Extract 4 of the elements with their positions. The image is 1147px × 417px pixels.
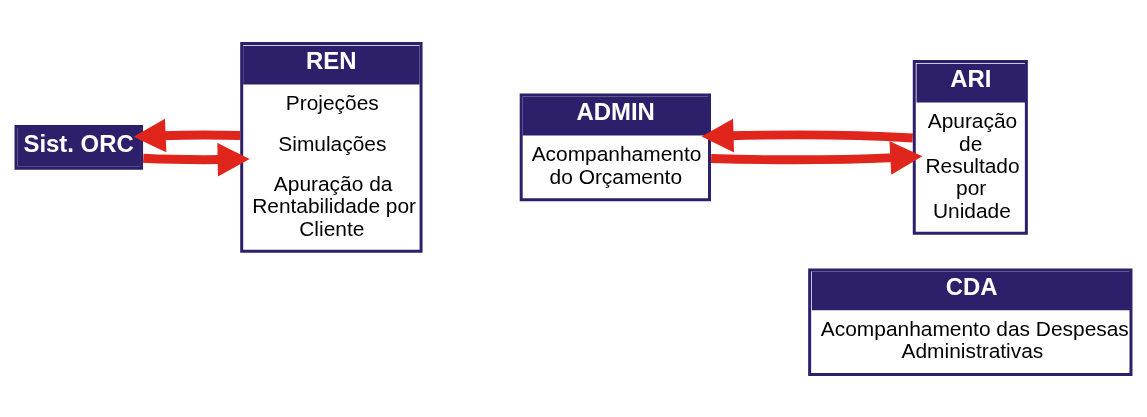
arrow [143,142,250,176]
arrow [701,118,913,152]
arrow [133,118,241,152]
arrow [711,140,923,175]
